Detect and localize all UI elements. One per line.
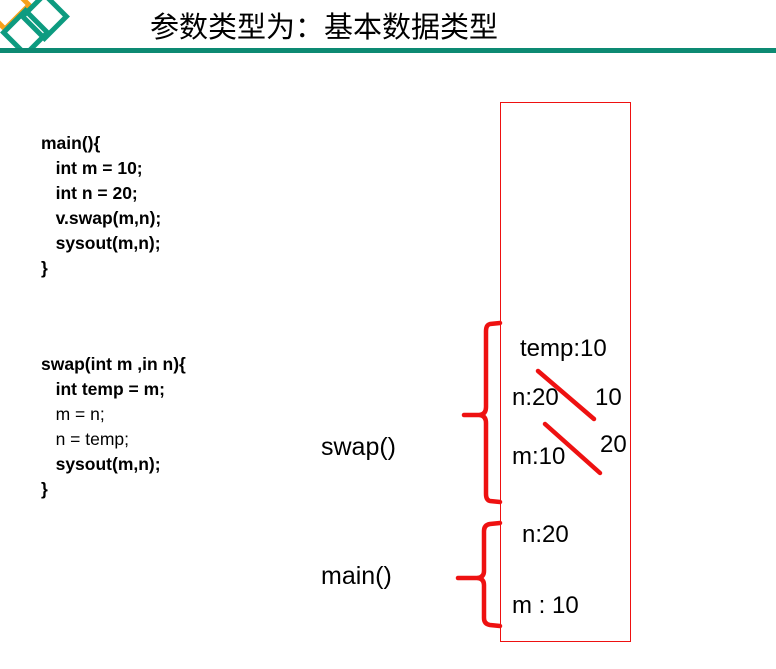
stack-slot-main-n: n:20: [522, 521, 569, 548]
stack-slot-swap-m: m:10: [512, 443, 566, 470]
stack-slot-temp: temp:10: [520, 335, 607, 362]
stack-frame-label-swap: swap(): [321, 433, 397, 461]
code-line: int temp = m;: [41, 379, 165, 399]
page-title: 参数类型为：基本数据类型: [150, 10, 499, 44]
code-line: int m = 10;: [41, 158, 143, 178]
code-line: }: [41, 479, 48, 499]
stack-slot-main-m: m : 10: [512, 592, 579, 619]
code-line: main(){: [41, 133, 101, 153]
brace-main: [455, 520, 503, 629]
header-divider: [0, 48, 776, 53]
diamond-logo-icon: [0, 0, 76, 58]
code-line: swap(int m ,in n){: [41, 354, 186, 374]
stack-slot-swap-n-updated: 10: [595, 384, 622, 411]
stack-frame-label-main: main(): [321, 562, 392, 590]
main-method-code: main(){ int m = 10; int n = 20; v.swap(m…: [41, 131, 161, 281]
code-line: sysout(m,n);: [41, 233, 161, 253]
code-line: }: [41, 258, 48, 278]
slide-header: 参数类型为：基本数据类型: [0, 0, 776, 58]
code-line: v.swap(m,n);: [41, 208, 162, 228]
code-line: sysout(m,n);: [41, 454, 161, 474]
code-line: n = temp;: [41, 429, 130, 449]
memory-stack-box: [500, 102, 631, 642]
code-line: m = n;: [41, 404, 105, 424]
swap-method-code: swap(int m ,in n){ int temp = m; m = n; …: [41, 352, 186, 502]
stack-slot-swap-n: n:20: [512, 384, 559, 411]
stack-slot-swap-m-updated: 20: [600, 431, 627, 458]
brace-swap: [461, 320, 503, 505]
code-line: int n = 20;: [41, 183, 138, 203]
